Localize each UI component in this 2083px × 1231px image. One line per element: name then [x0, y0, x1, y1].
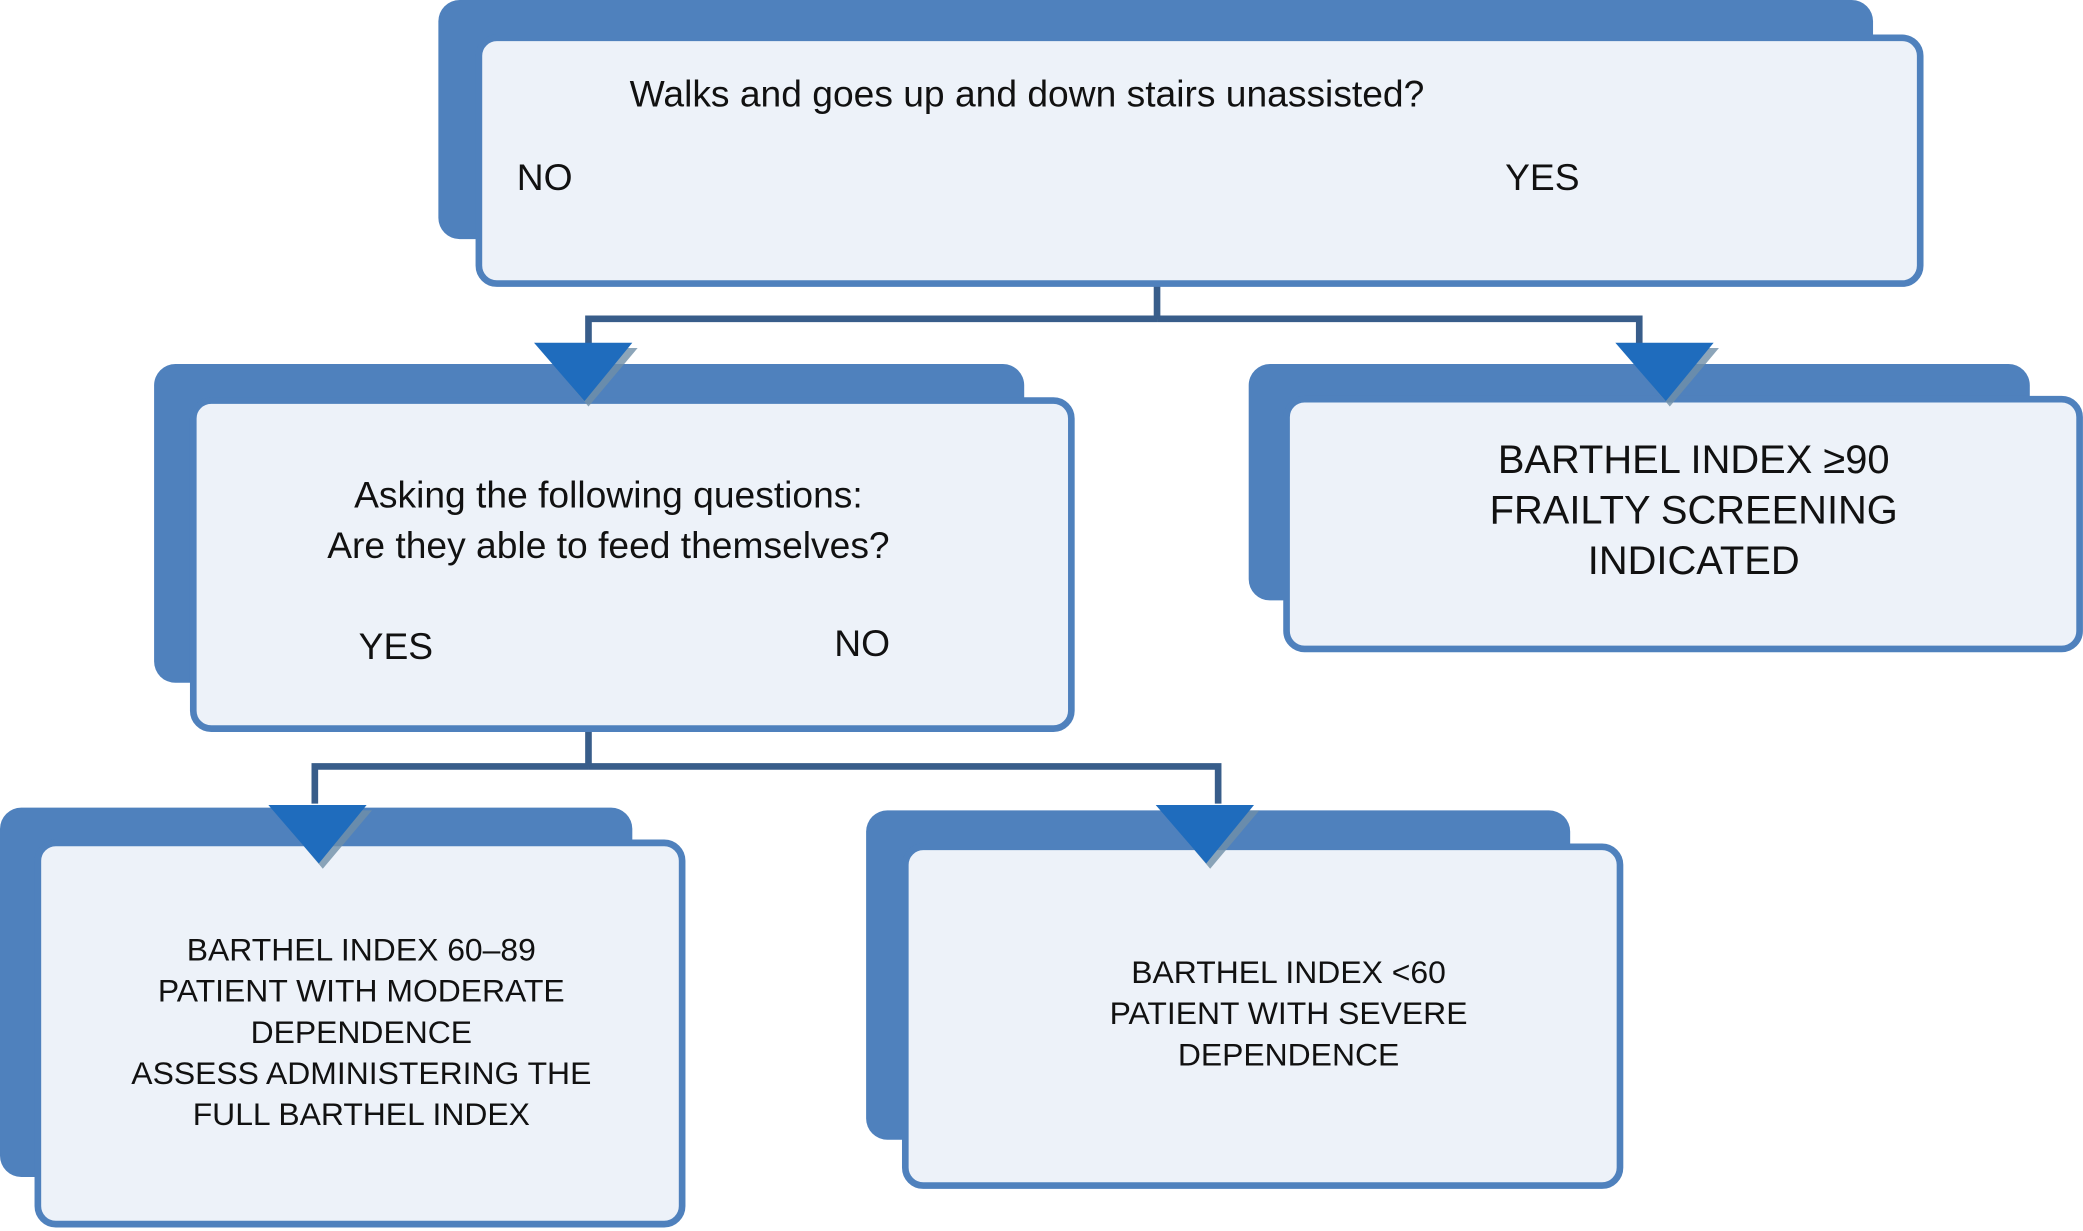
- barthel-severe-node: [901, 843, 1624, 1189]
- barthel-moderate-line-3: DEPENDENCE: [250, 1014, 473, 1051]
- barthel-moderate-line-4: ASSESS ADMINISTERING THE: [131, 1056, 592, 1092]
- root-no-label: NO: [516, 156, 573, 198]
- feeding-question-line-1: Asking the following questions:: [354, 474, 863, 516]
- barthel-high-text: BARTHEL INDEX ≥90 FRAILTY SCREENING INDI…: [1302, 436, 2083, 587]
- connector-root-yes: [1157, 315, 1643, 349]
- barthel-moderate-line-2: PATIENT WITH MODERATE: [157, 973, 565, 1010]
- barthel-severe-text: BARTHEL INDEX <60 PATIENT WITH SEVERE DE…: [930, 952, 1647, 1076]
- arrowhead-to-barthel-moderate: [268, 805, 372, 869]
- barthel-severe-line-3: DEPENDENCE: [1177, 1037, 1400, 1074]
- connector-root-no: [585, 315, 1158, 349]
- root-yes-label: YES: [1505, 156, 1580, 198]
- arrowhead-to-barthel-severe: [1155, 805, 1260, 869]
- feeding-question-line-2: Are they able to feed themselves?: [327, 524, 890, 566]
- feeding-question: Asking the following questions: Are they…: [190, 470, 1027, 571]
- barthel-high-line-3: INDICATED: [1587, 539, 1800, 584]
- barthel-high-line-1: BARTHEL INDEX ≥90: [1497, 438, 1890, 483]
- barthel-severe-line-1: BARTHEL INDEX <60: [1131, 955, 1446, 991]
- barthel-high-line-2: FRAILTY SCREENING: [1489, 488, 1898, 533]
- connector-feeding-no: [588, 763, 1222, 804]
- feeding-node: [189, 397, 1075, 732]
- connector-feeding-yes: [311, 763, 589, 804]
- barthel-moderate-line-5: FULL BARTHEL INDEX: [192, 1097, 530, 1134]
- arrowhead-to-barthel-high: [1615, 342, 1719, 407]
- barthel-moderate-node: [34, 839, 686, 1228]
- barthel-moderate-line-1: BARTHEL INDEX 60–89: [186, 932, 536, 969]
- root-question: Walks and goes up and down stairs unassi…: [629, 73, 1425, 115]
- barthel-moderate-text: BARTHEL INDEX 60–89 PATIENT WITH MODERAT…: [66, 930, 656, 1136]
- feeding-yes-label: YES: [358, 625, 434, 667]
- barthel-severe-line-2: PATIENT WITH SEVERE: [1109, 996, 1468, 1033]
- feeding-no-label: NO: [834, 623, 891, 665]
- root-node: [475, 34, 1924, 287]
- arrowhead-to-feeding: [534, 342, 638, 407]
- barthel-high-node: [1283, 395, 2083, 653]
